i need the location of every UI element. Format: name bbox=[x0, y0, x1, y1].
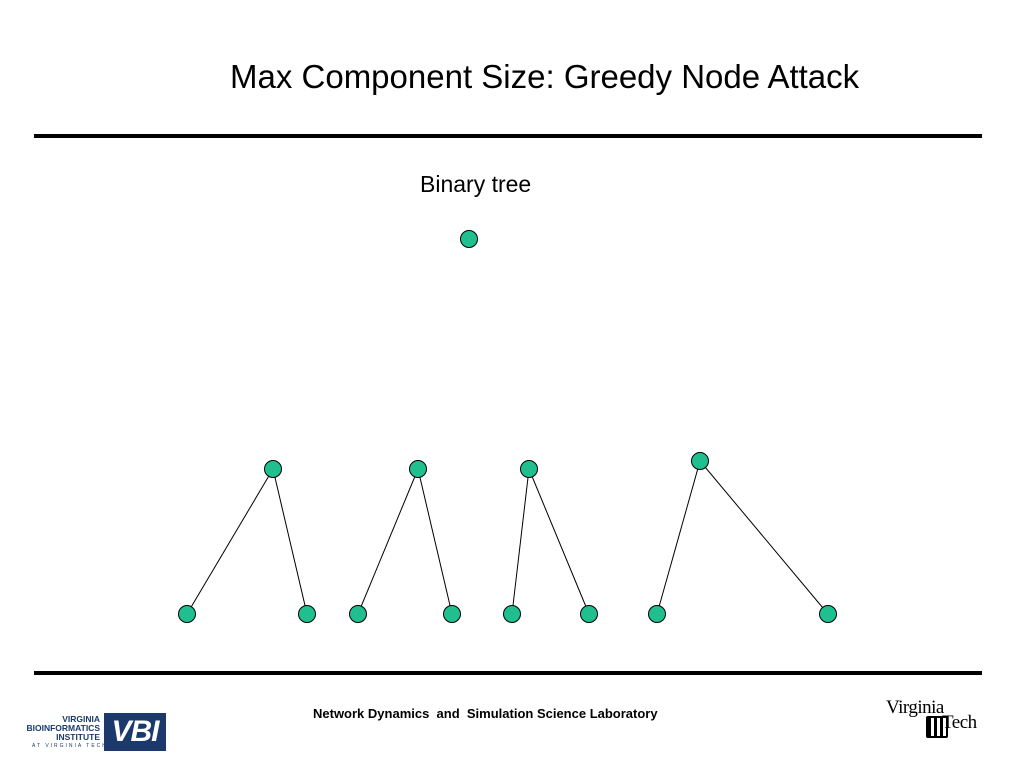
virginia-tech-logo: Virginia Tech bbox=[886, 697, 990, 745]
vbi-logo-line3: INSTITUTE bbox=[56, 732, 100, 742]
tree-node-c4a bbox=[648, 605, 666, 623]
vbi-logo-line1: VIRGINIA bbox=[62, 714, 100, 724]
top-divider bbox=[34, 134, 982, 138]
tree-node-c1 bbox=[264, 460, 282, 478]
tree-node-c4b bbox=[819, 605, 837, 623]
tree-node-c1a bbox=[178, 605, 196, 623]
tree-edge-1-1 bbox=[186, 468, 274, 615]
tree-node-c2b bbox=[443, 605, 461, 623]
vt-logo-virginia: Virginia bbox=[886, 697, 944, 718]
tree-edge-2-2 bbox=[417, 468, 453, 615]
tree-node-root bbox=[460, 230, 478, 248]
tree-node-c2a bbox=[349, 605, 367, 623]
tree-node-c3a bbox=[503, 605, 521, 623]
tree-edge-4-1 bbox=[656, 460, 701, 615]
vbi-logo: VIRGINIA BIOINFORMATICS INSTITUTE AT VIR… bbox=[24, 713, 166, 753]
tree-node-c4 bbox=[691, 452, 709, 470]
footer-lab-name: Network Dynamics and Simulation Science … bbox=[313, 706, 658, 721]
vbi-logo-mark: VBI bbox=[104, 713, 166, 751]
bottom-divider bbox=[34, 671, 982, 675]
tree-node-c3 bbox=[520, 460, 538, 478]
tree-node-c1b bbox=[298, 605, 316, 623]
diagram-subtitle: Binary tree bbox=[420, 171, 532, 197]
slide-title: Max Component Size: Greedy Node Attack bbox=[230, 58, 860, 95]
tree-edge-2-1 bbox=[357, 468, 419, 615]
tree-edge-4-2 bbox=[699, 460, 829, 615]
tree-node-c3b bbox=[580, 605, 598, 623]
tree-edge-3-2 bbox=[528, 468, 590, 615]
vbi-logo-line2: BIOINFORMATICS bbox=[26, 723, 100, 733]
vbi-logo-sub: AT VIRGINIA TECH bbox=[32, 743, 108, 749]
tree-node-c2 bbox=[409, 460, 427, 478]
tree-edge-3-1 bbox=[511, 468, 530, 615]
vt-logo-tech: Tech bbox=[942, 712, 977, 733]
vt-emblem-icon bbox=[926, 716, 948, 738]
tree-edge-1-2 bbox=[272, 468, 308, 615]
